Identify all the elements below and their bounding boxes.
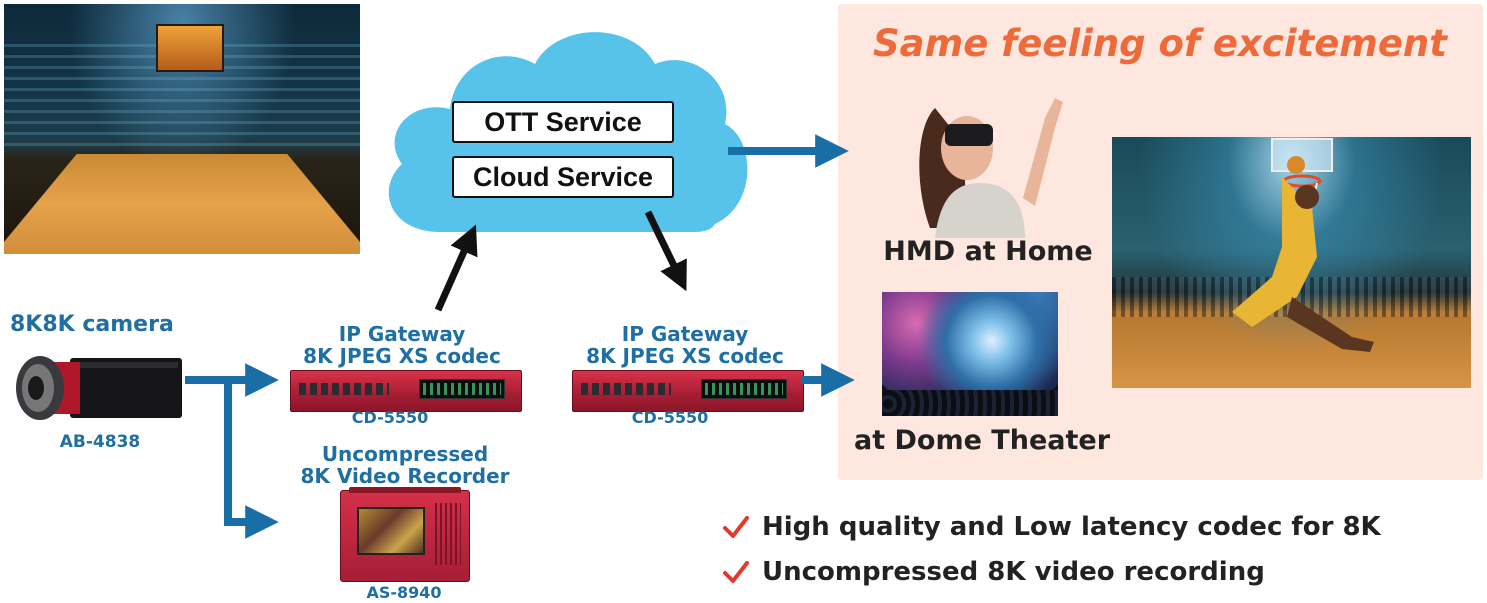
dome-label: at Dome Theater — [853, 425, 1111, 456]
bullet-text: Uncompressed 8K video recording — [762, 557, 1265, 587]
basketball-player-photo — [1112, 137, 1471, 388]
ott-service-box: OTT Service — [452, 101, 674, 143]
gateway-right-device — [572, 370, 804, 412]
camera-icon — [16, 356, 182, 420]
arena-photo — [4, 4, 360, 254]
gateway-right-model: CD-5550 — [631, 408, 709, 427]
dome-theater-photo — [882, 292, 1058, 416]
gateway-right-title: IP Gateway — [621, 322, 749, 346]
gateway-right-codec: 8K JPEG XS codec — [586, 344, 784, 368]
bullet-codec: High quality and Low latency codec for 8… — [722, 512, 1381, 542]
camera-model: AB-4838 — [59, 432, 141, 452]
bullet-text: High quality and Low latency codec for 8… — [762, 512, 1381, 542]
bullet-recording: Uncompressed 8K video recording — [722, 557, 1265, 587]
recorder-model: AS-8940 — [366, 583, 442, 602]
arrow-icon — [434, 224, 478, 312]
check-icon — [723, 516, 749, 538]
recorder-device — [340, 487, 470, 582]
recorder-subtitle: 8K Video Recorder — [300, 464, 510, 488]
hmd-user-photo — [895, 88, 1075, 238]
headline: Same feeling of excitement — [873, 22, 1447, 65]
hmd-label: HMD at Home — [883, 236, 1093, 267]
recorder-title: Uncompressed — [321, 442, 489, 466]
camera-title: 8K8K camera — [10, 312, 174, 337]
cloud-service-box: Cloud Service — [452, 156, 674, 198]
gateway-left-codec: 8K JPEG XS codec — [303, 344, 501, 368]
arrow-icon — [224, 380, 279, 539]
check-icon — [723, 561, 749, 583]
gateway-left-model: CD-5550 — [351, 408, 429, 427]
arrow-icon — [644, 210, 687, 292]
gateway-left-device — [290, 370, 522, 412]
gateway-left-title: IP Gateway — [338, 322, 466, 346]
